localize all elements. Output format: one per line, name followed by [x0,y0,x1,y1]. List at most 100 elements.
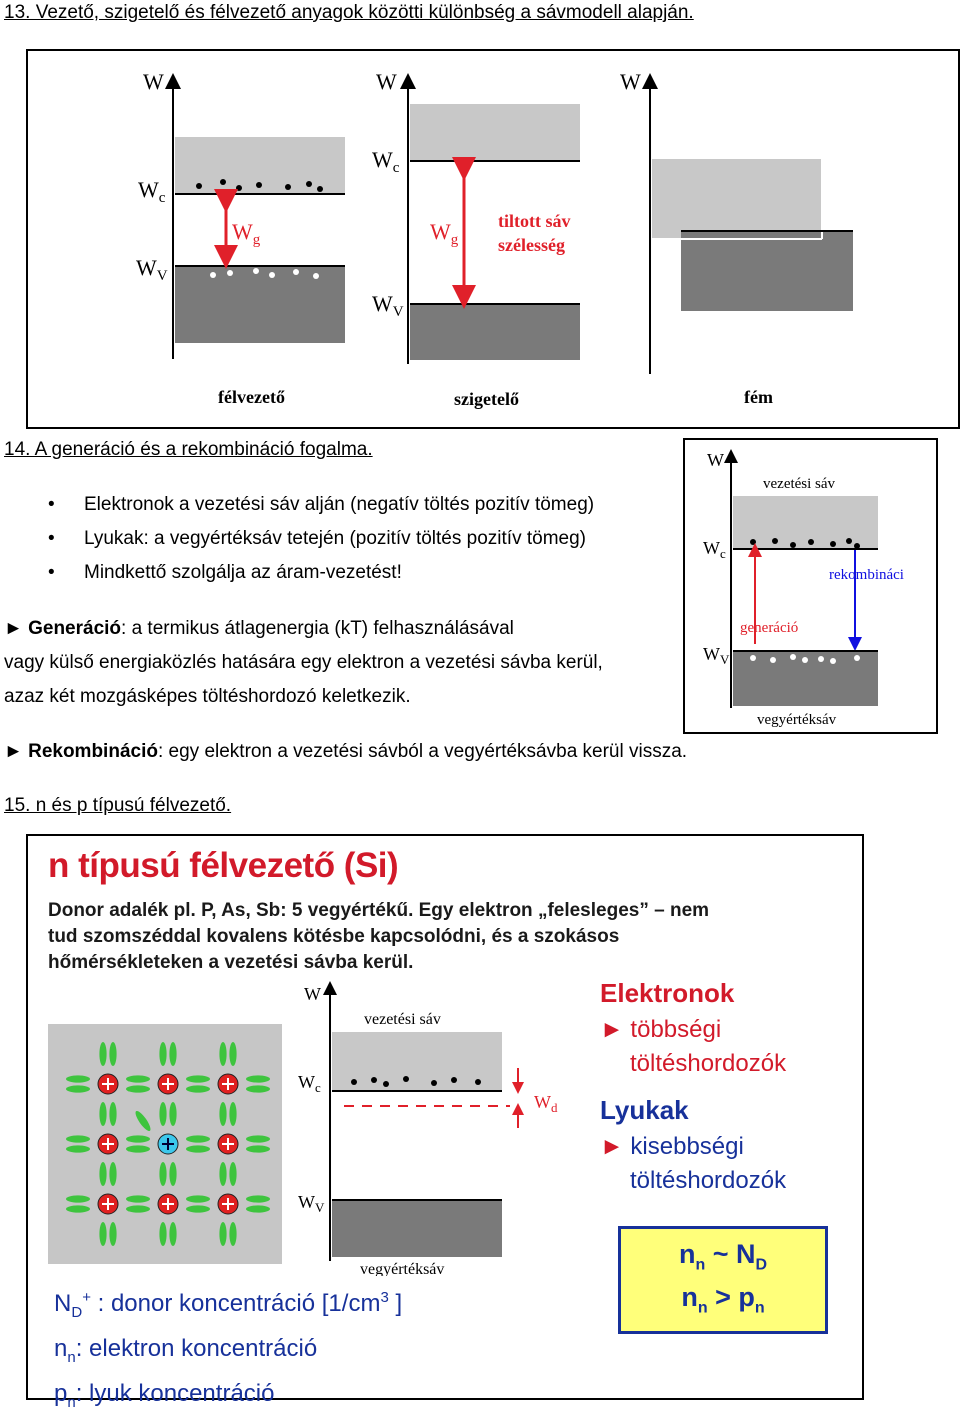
def-nd: ND+ : donor koncentráció [1/cm3 ] [54,1289,403,1321]
rekombinacio-label: rekombináci [829,567,904,583]
bullet-item: •Mindkettő szolgálja az áram-vezetést! [48,562,402,583]
heading-15: 15. n és p típusú félvezető. [4,795,232,816]
generation-figure: W vezetési sáv Wc rekombináci generáció … [683,438,938,734]
bond [126,1195,150,1203]
wg-label-1: Wg [232,219,261,248]
bond [66,1135,90,1143]
bond [186,1205,210,1213]
svg-text:Wd: Wd [534,1092,558,1115]
vezetesi-sav-label: vezetési sáv [763,476,836,492]
tiltott-label-2: szélesség [498,235,565,255]
def-nn: nn: elektron koncentráció [54,1334,318,1366]
generacio-label: generáció [740,620,798,636]
lower-band-3 [681,231,853,311]
svg-text:W: W [304,984,321,1004]
bond [159,1102,167,1126]
bond [66,1195,90,1203]
bond [99,1042,107,1066]
lattice-atoms [66,1042,270,1246]
bond [169,1042,177,1066]
bond [219,1102,227,1126]
bond [66,1075,90,1083]
generation-paragraph: ► Generáció: a termikus átlagenergia (kT… [4,618,603,707]
holes-1 [210,268,319,279]
n-type-slide: n típusú félvezető (Si) Donor adalék pl.… [26,834,864,1410]
svg-text:WV: WV [372,291,404,320]
slide-title: n típusú félvezető (Si) [48,846,399,885]
svg-text:Wc: Wc [703,538,726,561]
svg-text:W: W [376,69,397,94]
slide-description: Donor adalék pl. P, As, Sb: 5 vegyértékű… [48,900,710,973]
bullet-item: •Lyukak: a vegyértéksáv tetején (pozitív… [48,528,586,549]
svg-text:Wg: Wg [430,219,459,248]
bond [229,1222,237,1246]
bond [186,1135,210,1143]
svg-text:Wc: Wc [298,1072,321,1095]
axis-label-w: W [143,69,164,94]
conduction-band-2 [410,104,580,160]
donor-band-diagram: W vezetési sáv Wc Wd WV vegyértéksáv [298,981,558,1276]
bond [126,1205,150,1213]
label-felvezeto: félvezető [218,387,285,407]
bond [246,1075,270,1083]
bond [66,1145,90,1153]
bullet-list: •Elektronok a vezetési sáv alján (negatí… [48,488,688,590]
valence-band-2 [410,305,580,360]
bond [186,1145,210,1153]
bond [186,1075,210,1083]
bond [109,1102,117,1126]
label-fem: fém [744,387,773,407]
bond [126,1145,150,1153]
bond [186,1085,210,1093]
svg-text:WV: WV [703,644,730,667]
bond [169,1222,177,1246]
recombination-paragraph: ► Rekombináció: egy elektron a vezetési … [4,741,688,762]
bond [109,1042,117,1066]
bond [246,1085,270,1093]
bond [219,1162,227,1186]
heading-14: 14. A generáció és a rekombináció fogalm… [4,439,373,460]
bond [246,1135,270,1143]
elektronok-heading: Elektronok [600,978,735,1008]
lyukak-heading: Lyukak [600,1095,689,1125]
wc-label-1: Wc [138,177,166,206]
bond [246,1145,270,1153]
bond [109,1222,117,1246]
bond [126,1085,150,1093]
bond [99,1162,107,1186]
slide-vegyertek-label: vegyértéksáv [360,1261,444,1276]
svg-text:Wc: Wc [372,147,400,176]
bond [159,1222,167,1246]
bond [169,1162,177,1186]
band-model-figure: W Wc Wg WV félvezető W Wc Wg tiltott sáv… [26,49,960,429]
bond [169,1102,177,1126]
definitions: ND+ : donor koncentráció [1/cm3 ] nn: el… [54,1280,402,1420]
bond [229,1042,237,1066]
bond [229,1102,237,1126]
bond [66,1205,90,1213]
bond [246,1195,270,1203]
bond [126,1135,150,1143]
valence-band-1 [175,267,345,343]
donor-extra-electron [135,1110,151,1132]
tiltott-label-1: tiltott sáv [498,211,570,231]
svg-text:W: W [707,450,724,470]
bond [186,1195,210,1203]
heading-13: 13. Vezető, szigetelő és félvezető anyag… [4,2,694,23]
vegyerteksav-label: vegyértéksáv [757,712,837,728]
bond [159,1042,167,1066]
bond [99,1222,107,1246]
def-pn: pn: lyuk koncentráció [54,1379,275,1411]
label-szigetelo: szigetelő [454,389,519,409]
upper-band-3 [652,159,822,239]
svg-text:WV: WV [298,1192,325,1215]
bond [109,1162,117,1186]
bond [99,1102,107,1126]
bond [159,1162,167,1186]
svg-text:W: W [620,69,641,94]
bond [126,1075,150,1083]
electrons-1 [196,179,323,192]
slide-vezetesi-label: vezetési sáv [364,1011,441,1028]
bond [229,1162,237,1186]
relations-box: nn ~ ND nn > pn [618,1226,828,1334]
